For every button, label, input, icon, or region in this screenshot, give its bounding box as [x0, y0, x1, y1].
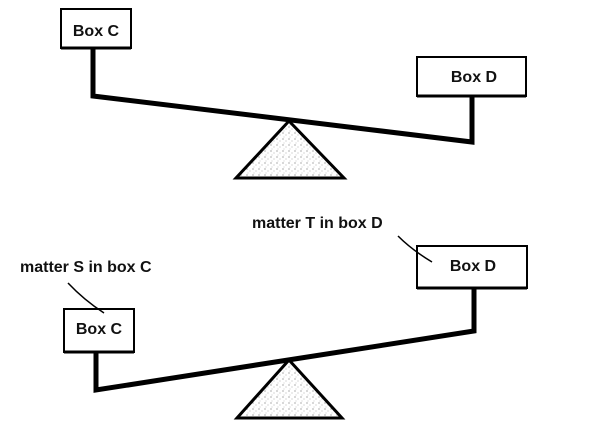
top-fulcrum: [232, 118, 348, 180]
bottom-box-c-label: Box C: [76, 321, 123, 338]
bottom-balance: Box C Box D matter S in box C matter T i…: [20, 215, 528, 420]
annotation-matter-s: matter S in box C: [20, 259, 152, 276]
top-box-d-label: Box D: [451, 69, 497, 86]
bottom-fulcrum: [233, 357, 346, 420]
annotation-leader-s: [67, 282, 105, 314]
top-box-c-label: Box C: [73, 23, 120, 40]
top-balance: Box C Box D: [60, 8, 527, 180]
top-box-d: Box D: [416, 56, 527, 98]
bottom-beam: [93, 289, 477, 393]
top-beam: [90, 49, 475, 145]
bottom-box-d: Box D: [416, 245, 528, 290]
annotation-matter-t: matter T in box D: [252, 215, 383, 232]
annotation-leader-t: [397, 235, 433, 263]
top-box-c: Box C: [60, 8, 132, 50]
bottom-box-c: Box C: [63, 308, 135, 354]
bottom-box-d-label: Box D: [450, 258, 496, 275]
